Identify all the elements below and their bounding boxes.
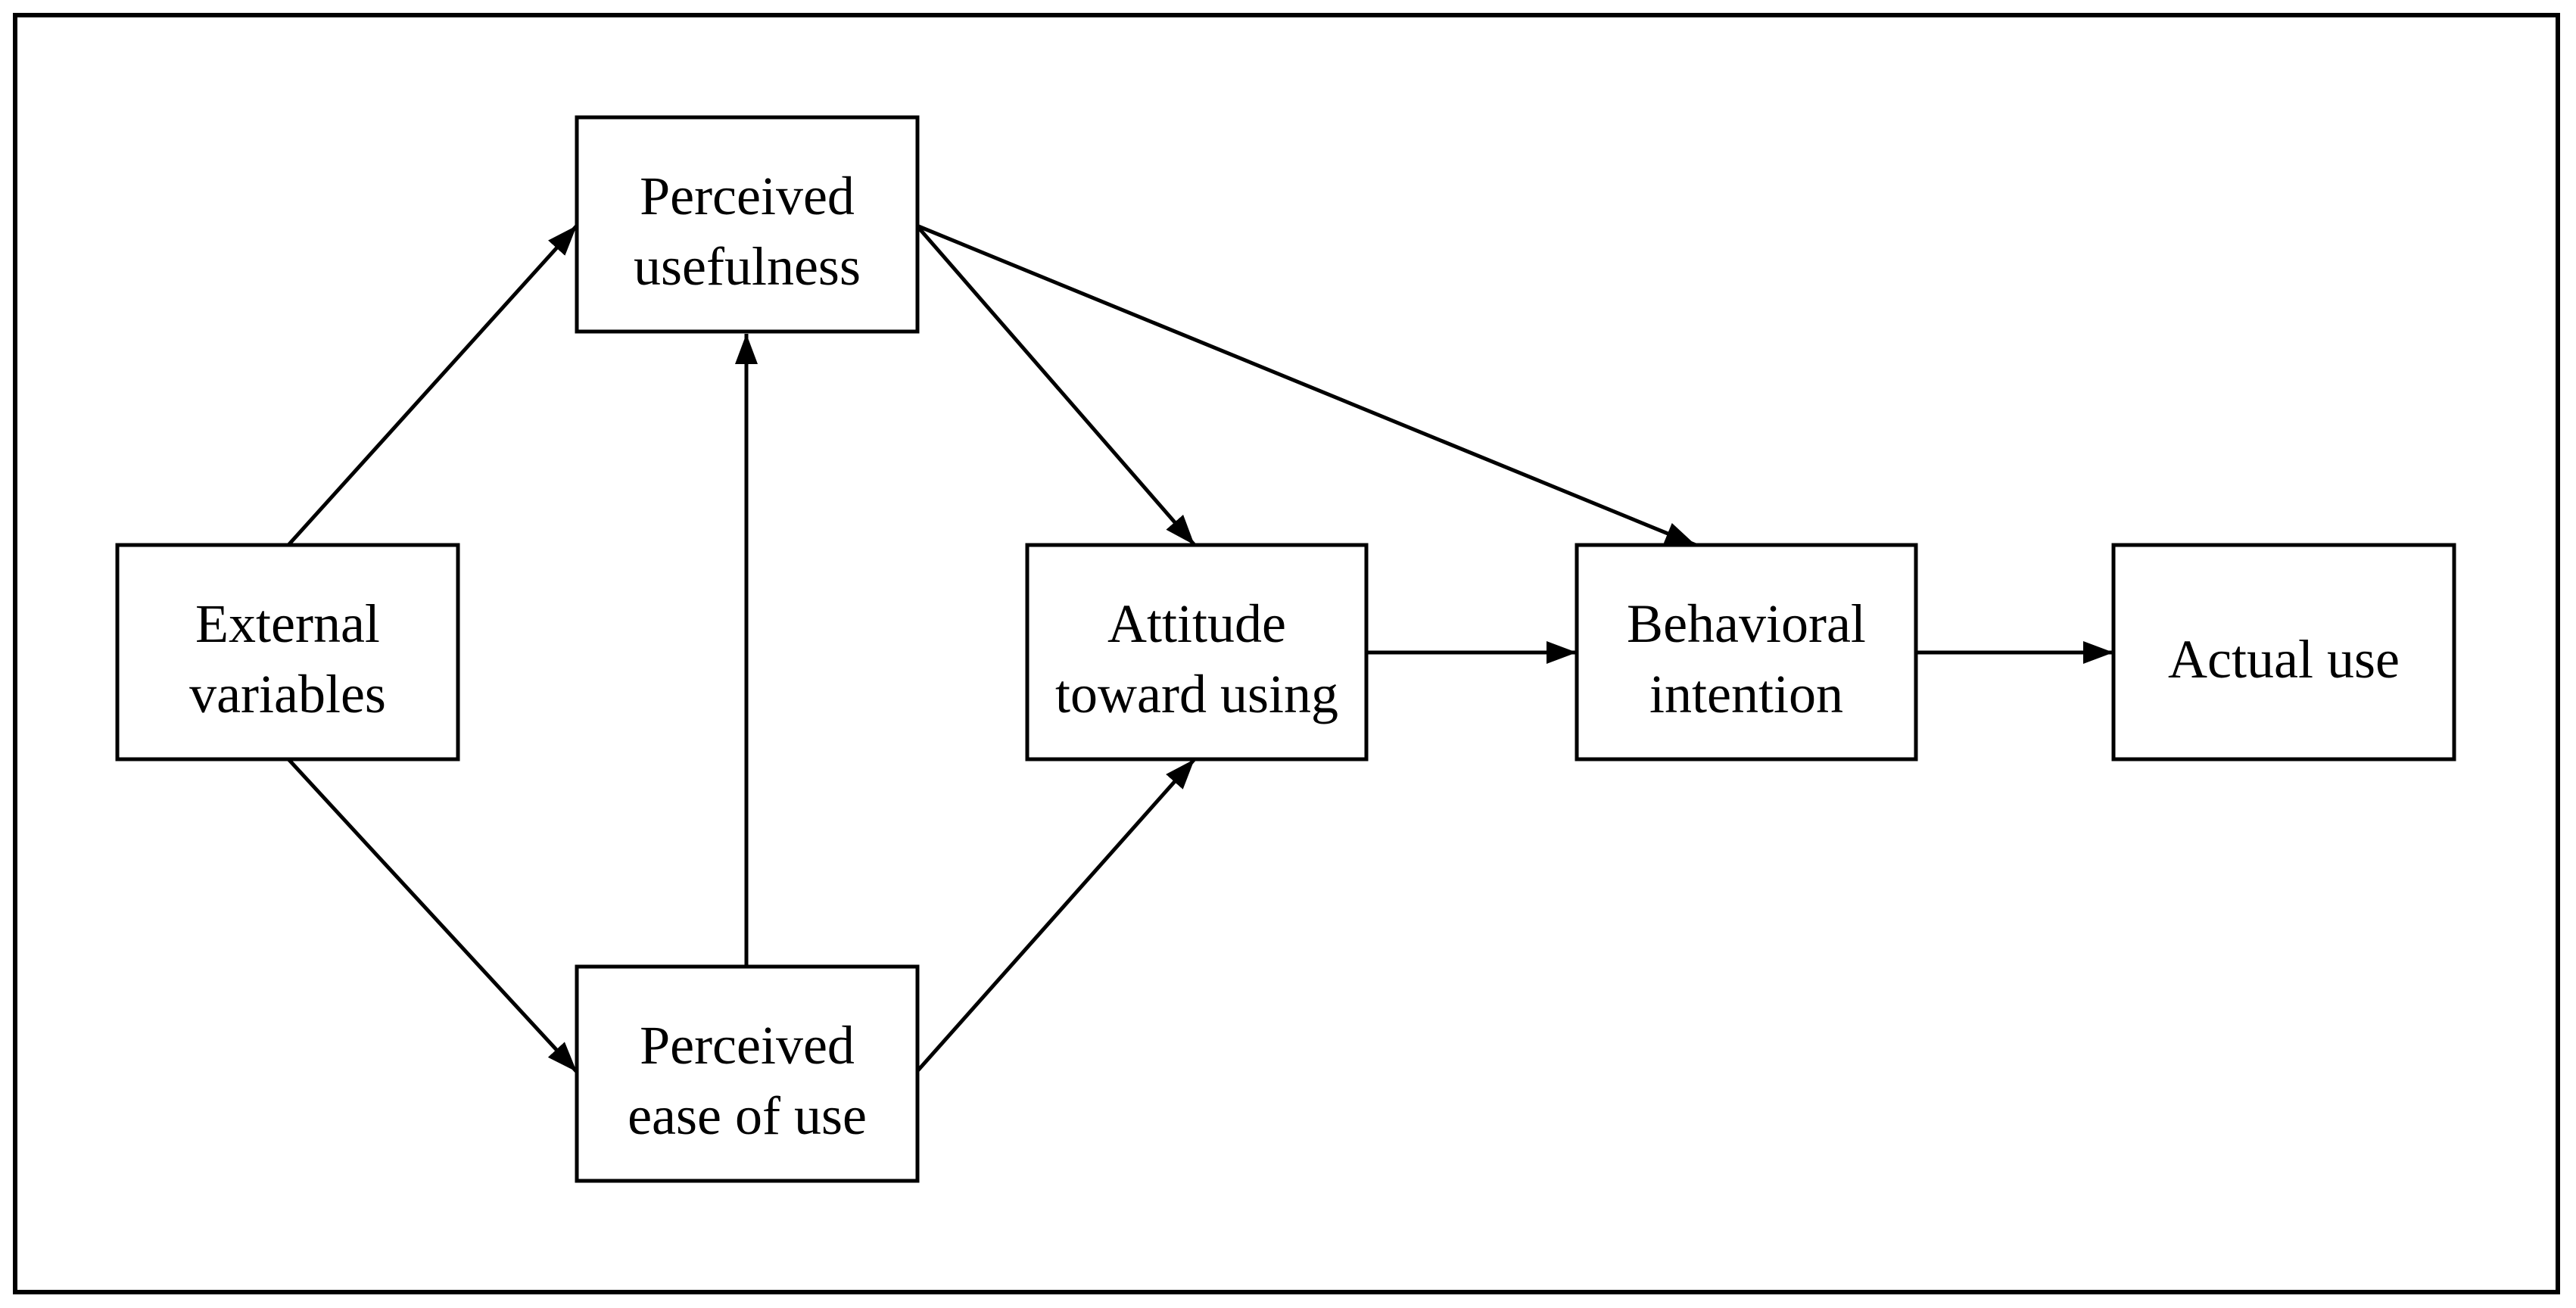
node-external-variables: External variables	[115, 543, 460, 761]
node-perceived-ease-of-use: Perceived ease of use	[575, 964, 920, 1183]
arrow-usefulness-to-intention	[916, 223, 1696, 547]
node-behavioral-intention: Behavioral intention	[1575, 543, 1918, 761]
edges	[287, 223, 2113, 1073]
node-actual-use: Actual use	[2111, 543, 2456, 761]
node-box	[575, 115, 920, 334]
node-box	[2111, 543, 2456, 761]
node-perceived-usefulness: Perceived usefulness	[575, 115, 920, 334]
node-box	[1575, 543, 1918, 761]
node-box	[115, 543, 460, 761]
node-box	[1025, 543, 1369, 761]
node-label-line-2: ease of use	[628, 1085, 867, 1146]
node-label: Actual use	[2168, 629, 2400, 690]
arrow-external-to-usefulness	[287, 224, 578, 547]
node-label-line-1: External	[195, 593, 380, 654]
node-label-line-2: toward using	[1055, 664, 1338, 724]
node-label-line-1: Perceived	[640, 1015, 855, 1076]
node-label-line-2: variables	[189, 664, 386, 724]
node-label-line-2: intention	[1649, 664, 1843, 724]
node-label-line-2: usefulness	[634, 236, 861, 297]
node-box	[575, 964, 920, 1183]
node-attitude-toward-using: Attitude toward using	[1025, 543, 1369, 761]
node-label-line-1: Behavioral	[1627, 593, 1866, 654]
diagram-frame	[13, 13, 2560, 1294]
arrow-external-to-ease	[287, 758, 578, 1073]
node-label-line-1: Perceived	[640, 166, 855, 226]
arrow-usefulness-to-attitude	[915, 224, 1196, 547]
arrow-ease-to-attitude	[915, 758, 1196, 1073]
node-label-line-1: Attitude	[1107, 593, 1286, 654]
